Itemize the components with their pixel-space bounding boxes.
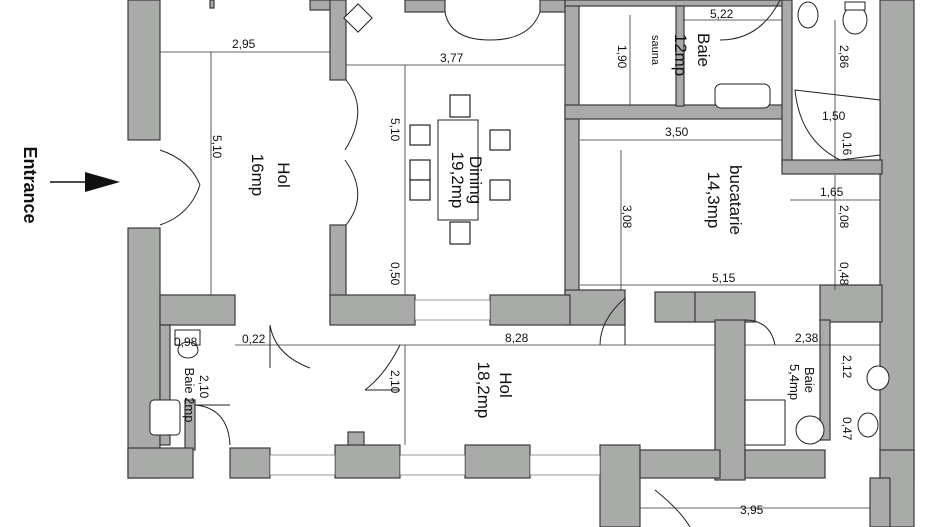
dim-baie-top-b1: 1,50 — [822, 109, 846, 123]
dim-hol2-h: 2,10 — [388, 370, 402, 394]
baie-top-area: 12mp — [671, 34, 690, 77]
doors — [159, 0, 781, 527]
dim-baie-top-w: 5,22 — [710, 7, 734, 21]
dimension-labels: 2,95 5,10 3,77 5,10 0,50 1,90 5,22 2,86 … — [174, 7, 854, 517]
room-labels: Hol 16mp Dining 19,2mp sauna Baie 12mp b… — [182, 33, 817, 422]
dim-dining-w: 3,77 — [440, 51, 464, 65]
dim-hol1-w: 2,95 — [232, 37, 256, 51]
bucatarie-name: bucatarie — [726, 165, 745, 235]
entrance-label: Entrance — [20, 146, 40, 223]
sauna-name: sauna — [649, 35, 661, 66]
dim-kitchen-w: 3,50 — [665, 125, 689, 139]
dim-kitchen-h: 3,08 — [620, 205, 634, 229]
dim-dining-small: 0,50 — [388, 262, 402, 286]
hol1-name: Hol — [274, 162, 293, 188]
dim-baie-right-c: 0,47 — [840, 417, 854, 441]
baie-right-area: 5,4mp — [787, 364, 802, 400]
bucatarie-area: 14,3mp — [704, 172, 723, 229]
entrance-arrow-icon — [85, 172, 120, 192]
dining-table — [409, 94, 511, 245]
dim-hol1-h: 5,10 — [210, 135, 224, 159]
dim-kitchen-b: 2,08 — [837, 205, 851, 229]
dim-baie-top-b2: 0,16 — [840, 132, 854, 156]
baie-small-name: Baie 2mp — [182, 368, 197, 423]
baie-top-name: Baie — [694, 33, 713, 67]
dim-baie-small-a: 0,98 — [174, 335, 198, 349]
dim-baie-small-b: 2,10 — [197, 375, 211, 399]
dim-bottom: 3,95 — [740, 503, 764, 517]
dining-area: 19,2mp — [448, 152, 467, 209]
entrance-marker: Entrance — [20, 146, 120, 224]
dim-kitchen-d: 0,48 — [837, 262, 851, 286]
dim-baie-small-c: 0,22 — [242, 332, 266, 346]
baie-right-name: Baie — [802, 367, 817, 393]
dim-kitchen-a: 1,65 — [820, 185, 844, 199]
dim-baie-top-h: 2,86 — [837, 45, 851, 69]
walls — [127, 0, 915, 527]
hol2-area: 18,2mp — [474, 362, 493, 419]
hol1-area: 16mp — [248, 154, 267, 197]
dimension-lines — [160, 15, 880, 509]
dining-name: Dining — [466, 156, 485, 204]
dim-hol2-w: 8,28 — [505, 331, 529, 345]
dim-baie-right-b: 2,12 — [840, 355, 854, 379]
dim-baie-right-a: 2,38 — [795, 331, 819, 345]
sanitary-fixtures — [149, 1, 890, 446]
dim-dining-h: 5,10 — [388, 118, 402, 142]
hol2-name: Hol — [496, 372, 515, 398]
dim-kitchen-c: 5,15 — [712, 271, 736, 285]
dim-sauna: 1,90 — [615, 45, 629, 69]
